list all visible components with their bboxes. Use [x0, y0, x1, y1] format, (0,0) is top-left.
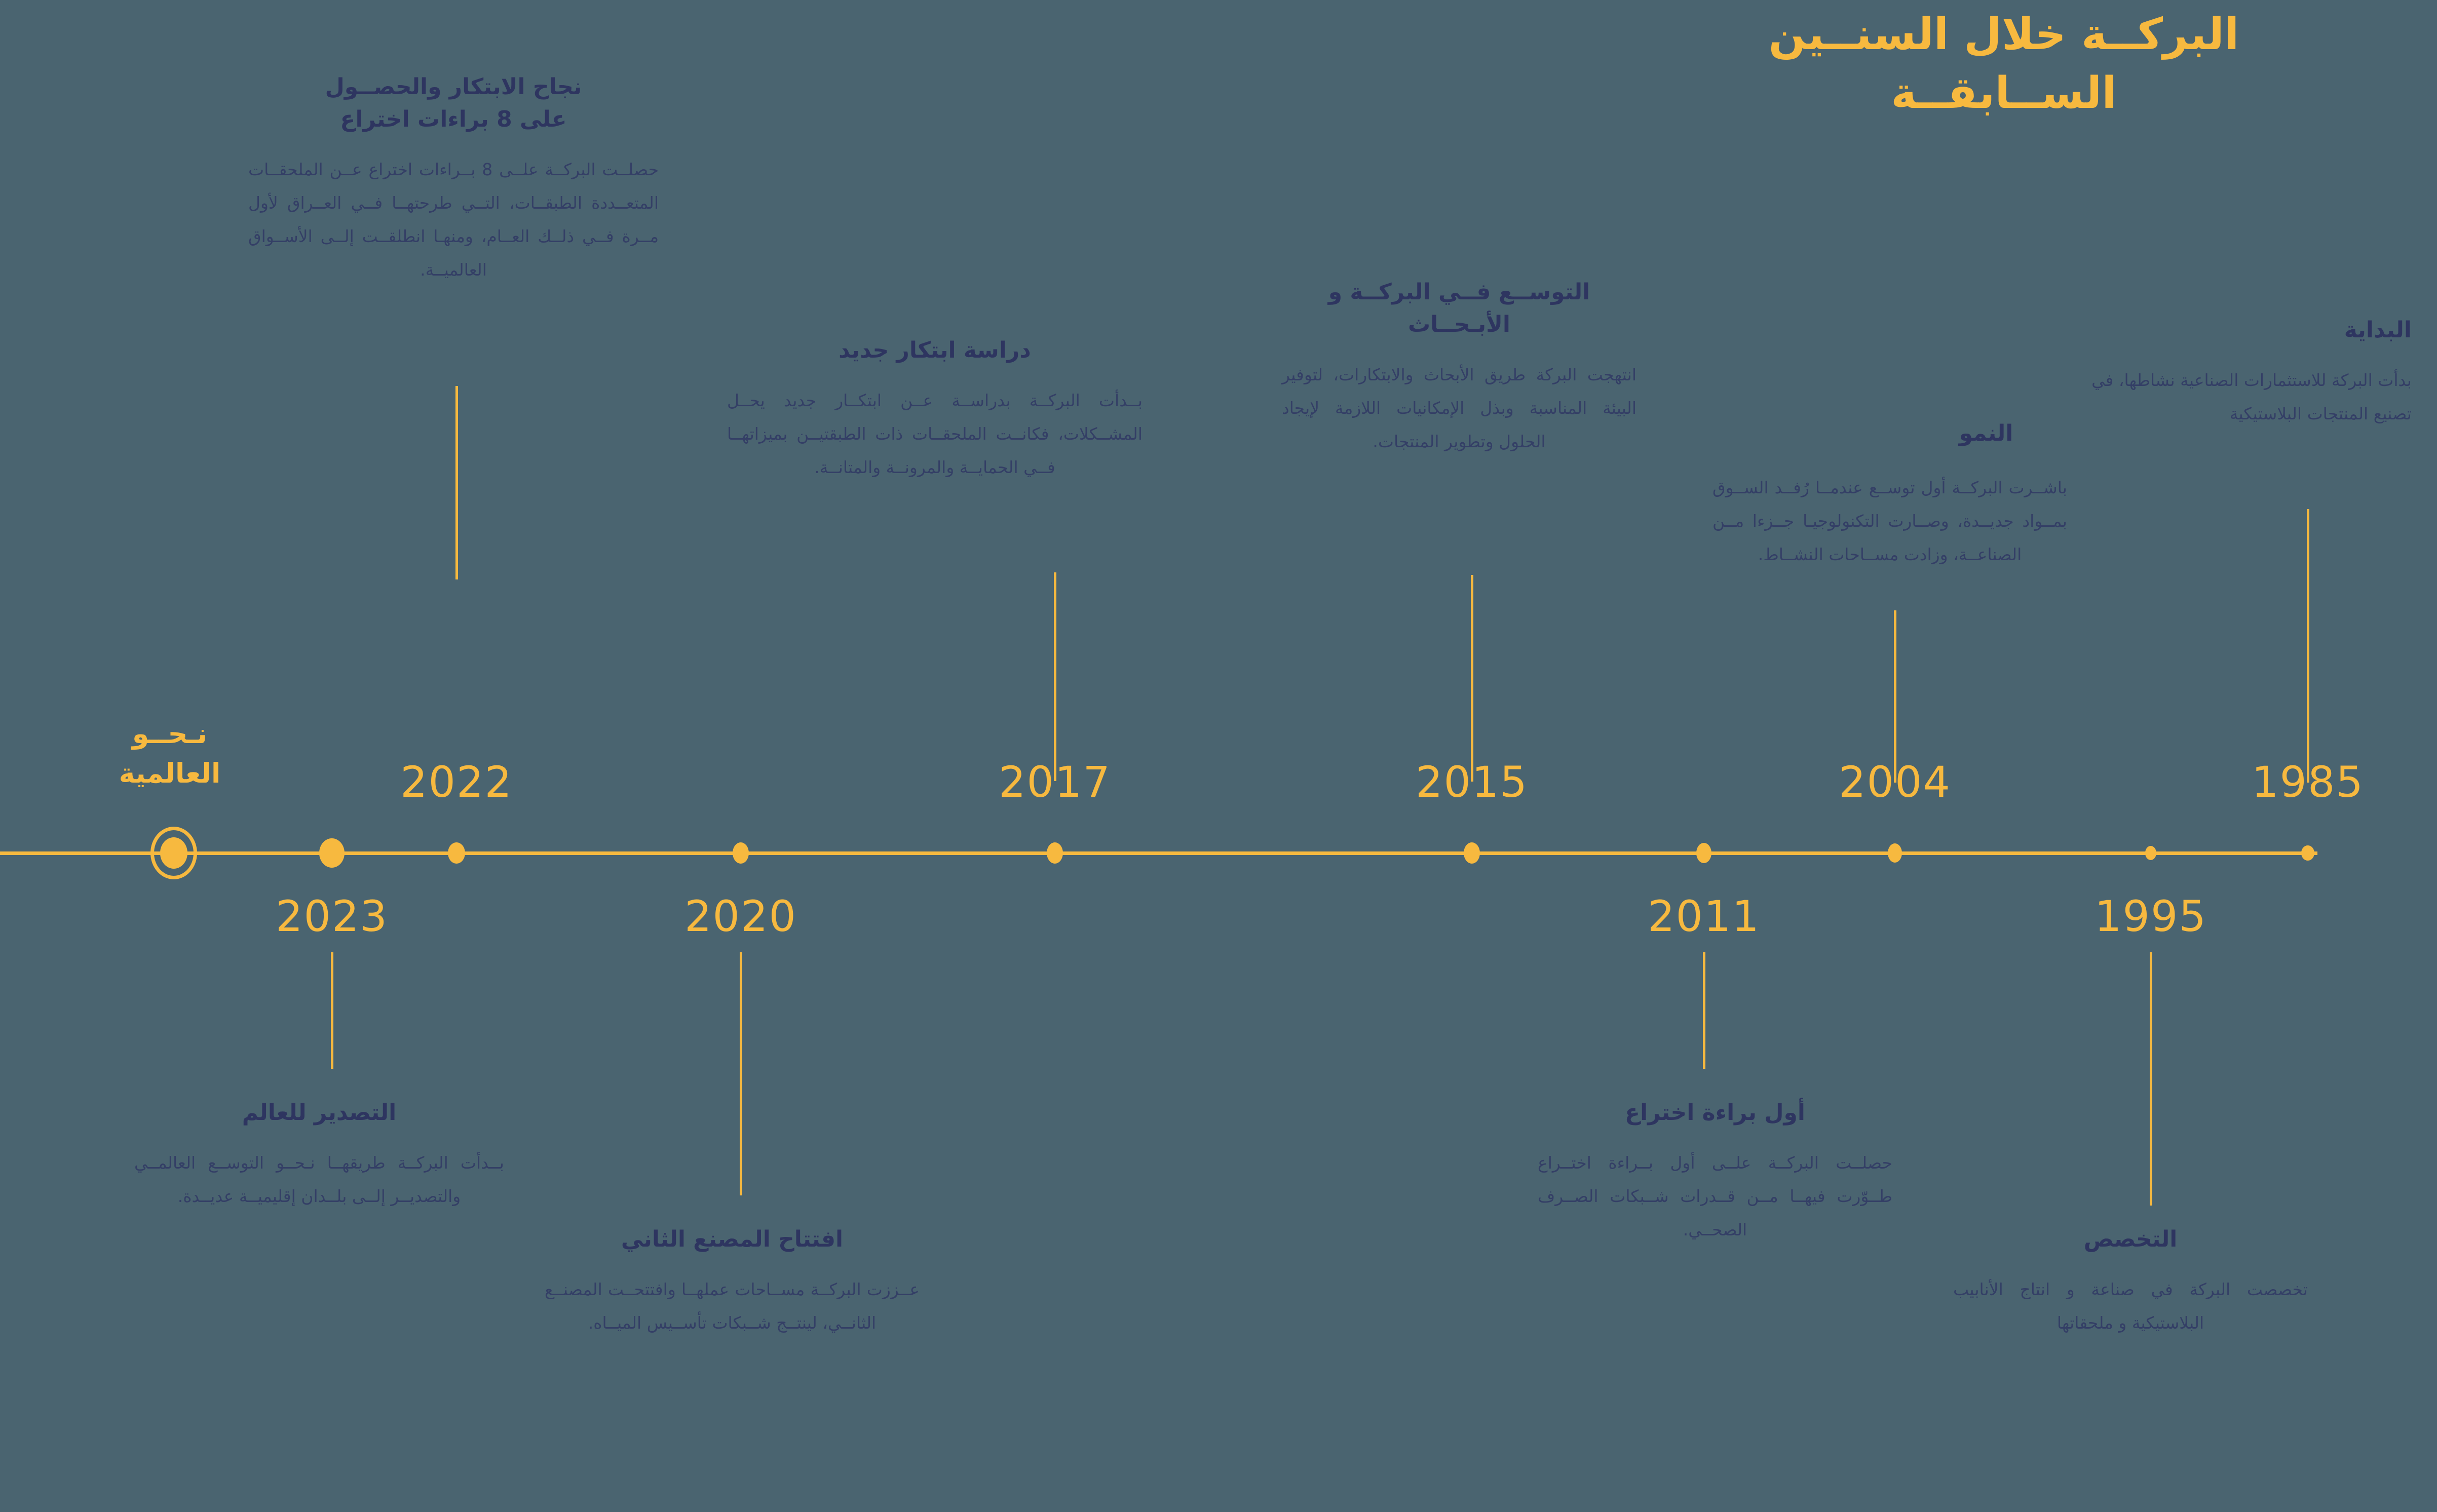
- year-label-2004[interactable]: 2004: [1839, 757, 1951, 807]
- event-body-2020: عــززت البركــة مســاحات عملهــا وافتتحـ…: [545, 1279, 920, 1333]
- stem-2022: [455, 386, 458, 579]
- global-expansion-label-line-1: نـحــو: [132, 718, 208, 750]
- event-title-2015-line-1: التوســع فــي البركــة و: [1328, 279, 1590, 305]
- event-body-2015: انتهجت البركة طريق الأبحاث والابتكارات، …: [1282, 364, 1636, 451]
- event-title-2011-line-1: أول براءة اختراع: [1625, 1100, 1805, 1126]
- page-title-line-2: الســابقــة: [1891, 68, 2117, 119]
- marker-dot-2023[interactable]: [319, 838, 345, 868]
- stem-2020: [740, 952, 742, 1195]
- event-title-2023-line-1: التصدير للعالم: [242, 1100, 397, 1126]
- marker-dot-2004[interactable]: [1888, 843, 1902, 863]
- event-title-2015-line-2: الأبـحــاث: [1408, 311, 1510, 337]
- event-title-2017: دراسة ابتكار جديد: [727, 334, 1143, 367]
- stem-2017: [1054, 572, 1056, 781]
- event-body-2004: باشــرت البركــة أول توســع عندمــا رُفـ…: [1712, 478, 2067, 564]
- event-body-1985: بدأت البركة للاستثمارات الصناعية نشاطها،…: [2091, 370, 2412, 423]
- marker-dot-2022[interactable]: [448, 842, 465, 864]
- event-title-2020-line-1: افتتاح المصنع الثاني: [621, 1226, 844, 1252]
- event-body-2022: حصلــت البركــة علــى 8 بــراءات اختراع …: [248, 159, 659, 280]
- stem-2004: [1894, 610, 1896, 783]
- event-title-2022-line-2: على 8 براءات اختراع: [340, 106, 567, 132]
- stem-1995: [2150, 952, 2152, 1206]
- event-title-2020: افتتاح المصنع الثاني: [545, 1223, 920, 1256]
- stem-2023: [331, 952, 333, 1069]
- event-title-2017-line-1: دراسة ابتكار جديد: [839, 337, 1031, 363]
- event-body-1995: تخصصت البركة في صناعة و انتاج الأنابيب ا…: [1953, 1279, 2308, 1333]
- event-title-2023: التصدير للعالم: [134, 1097, 504, 1129]
- marker-dot-1985[interactable]: [2301, 845, 2314, 861]
- event-title-2011: أول براءة اختراع: [1538, 1097, 1892, 1129]
- event-title-2004: النمو: [1959, 420, 2013, 446]
- marker-ring-current: [150, 827, 197, 879]
- year-label-2020[interactable]: 2020: [684, 891, 797, 941]
- global-expansion-label-line-2: العالمية: [119, 757, 221, 790]
- event-block-2022: نجاح الابتكار والحصــول على 8 براءات اخت…: [248, 71, 659, 287]
- event-body-2011: حصلــت البركــة علــى أول بــراءة اختــر…: [1538, 1152, 1892, 1239]
- stem-1985: [2307, 509, 2309, 783]
- year-label-2015[interactable]: 2015: [1416, 757, 1528, 807]
- event-block-2011: أول براءة اختراع حصلــت البركــة علــى أ…: [1538, 1097, 1892, 1247]
- marker-dot-2020[interactable]: [733, 842, 749, 864]
- year-label-2011[interactable]: 2011: [1648, 891, 1760, 941]
- event-block-2015: التوســع فــي البركــة و الأبـحــاث انته…: [1282, 276, 1636, 458]
- marker-dot-2011[interactable]: [1696, 843, 1711, 863]
- marker-dot-1995[interactable]: [2145, 846, 2156, 860]
- year-label-2017[interactable]: 2017: [999, 757, 1111, 807]
- page-title: البركــة خلال السنــين الســابقــة: [1636, 5, 2371, 123]
- event-title-1995-line-1: التخصص: [2083, 1226, 2178, 1252]
- marker-dot-2017[interactable]: [1047, 842, 1063, 864]
- global-expansion-label: نـحــو العالمية: [76, 714, 263, 794]
- event-block-2004: باشــرت البركــة أول توســع عندمــا رُفـ…: [1712, 471, 2067, 571]
- event-title-1995: التخصص: [1953, 1223, 2308, 1256]
- event-block-2023: التصدير للعالم بــدأت البركــة طريقهــا …: [134, 1097, 504, 1213]
- marker-dot-current[interactable]: [160, 837, 187, 869]
- year-label-1985[interactable]: 1985: [2252, 757, 2364, 807]
- event-title-2022-line-1: نجاح الابتكار والحصــول: [325, 74, 582, 100]
- event-block-1985: البداية بدأت البركة للاستثمارات الصناعية…: [2057, 314, 2412, 431]
- event-block-1995: التخصص تخصصت البركة في صناعة و انتاج الأ…: [1953, 1223, 2308, 1340]
- event-title-2022: نجاح الابتكار والحصــول على 8 براءات اخت…: [248, 71, 659, 136]
- event-body-2017: بــدأت البركــة بدراســة عــن ابتكــار ج…: [727, 390, 1143, 477]
- event-block-2020: افتتاح المصنع الثاني عــززت البركــة مسـ…: [545, 1223, 920, 1340]
- event-block-2017: دراسة ابتكار جديد بــدأت البركــة بدراسـ…: [727, 334, 1143, 484]
- year-label-1995[interactable]: 1995: [2095, 891, 2207, 941]
- year-label-2023[interactable]: 2023: [276, 891, 388, 941]
- marker-dot-2015[interactable]: [1464, 842, 1480, 864]
- event-body-2023: بــدأت البركــة طريقهــا نـحــو التوســع…: [134, 1152, 504, 1206]
- event-title-2015: التوســع فــي البركــة و الأبـحــاث: [1282, 276, 1636, 341]
- page-title-line-1: البركــة خلال السنــين: [1768, 9, 2239, 60]
- timeline-axis: [0, 851, 2317, 855]
- event-title-1985: البداية: [2057, 314, 2412, 346]
- stem-2015: [1471, 575, 1473, 782]
- stem-2011: [1703, 952, 1705, 1069]
- event-title-1985-line-1: البداية: [2344, 317, 2412, 343]
- year-label-2022[interactable]: 2022: [400, 757, 513, 807]
